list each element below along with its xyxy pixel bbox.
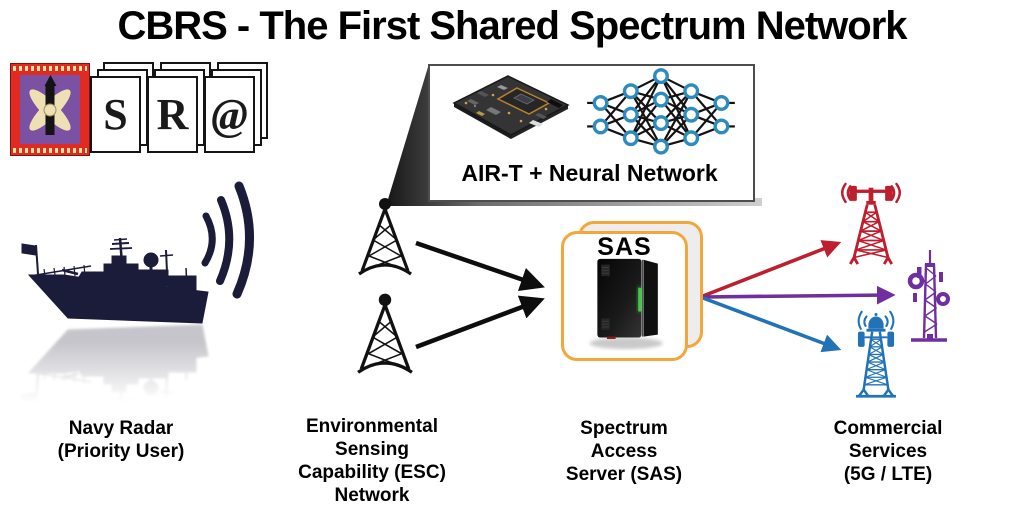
circuit-board-image <box>452 75 570 139</box>
label-line: Spectrum <box>580 418 668 439</box>
logo-letter-at: @ <box>204 76 255 153</box>
airt-callout-box <box>428 64 755 202</box>
arrow-sas-to-red-tower <box>702 240 842 298</box>
label-line: Capability (ESC) <box>298 462 446 483</box>
logo-card-stack-s: S <box>90 62 154 154</box>
label-line: Server (SAS) <box>565 464 683 485</box>
label-spectrum-access-server: Spectrum Access Server (SAS) <box>534 417 714 486</box>
crest-field <box>20 75 80 144</box>
page-title: CBRS - The First Shared Spectrum Network <box>117 4 907 48</box>
logo-letter-s: S <box>90 76 141 153</box>
label-line: Commercial <box>833 418 943 439</box>
label-esc-network: Environmental Sensing Capability (ESC) N… <box>277 415 467 507</box>
sra-crest-logo <box>10 63 90 156</box>
arrow-sas-to-purple-tower <box>702 285 896 305</box>
label-commercial-services: Commercial Services (5G / LTE) <box>798 417 978 486</box>
esc-tower-1-icon <box>358 198 412 276</box>
blue-tower-icon <box>856 310 896 398</box>
label-line: (5G / LTE) <box>843 464 933 485</box>
callout-wedge <box>386 67 762 206</box>
label-line: Navy Radar <box>68 418 174 439</box>
logo-card-stack-r: R <box>147 62 211 154</box>
reflection-fade <box>10 342 225 418</box>
purple-tower-icon <box>907 250 950 342</box>
arrow-esc1-to-sas <box>415 240 545 291</box>
server-icon <box>589 258 663 350</box>
arrow-sas-to-blue-tower <box>702 296 842 353</box>
crest-center-dot <box>43 103 57 116</box>
label-line: Environmental <box>306 416 438 437</box>
arrow-esc2-to-sas <box>415 295 545 350</box>
label-line: Network <box>334 485 410 506</box>
label-line: Access <box>590 441 658 462</box>
label-line: (Priority User) <box>57 441 185 462</box>
neural-network-icon <box>587 68 735 155</box>
sas-box-label: SAS <box>597 233 652 261</box>
red-tower-icon <box>841 182 901 265</box>
label-line: Services <box>848 441 928 462</box>
radar-waves-icon <box>201 181 254 299</box>
logo-card-stack-at: @ <box>204 62 268 154</box>
airt-caption: AIR-T + Neural Network <box>461 160 718 186</box>
logo-letter-r: R <box>147 76 198 153</box>
label-navy-radar: Navy Radar (Priority User) <box>31 417 211 463</box>
label-line: Sensing <box>335 439 409 460</box>
esc-tower-2-icon <box>357 293 413 374</box>
